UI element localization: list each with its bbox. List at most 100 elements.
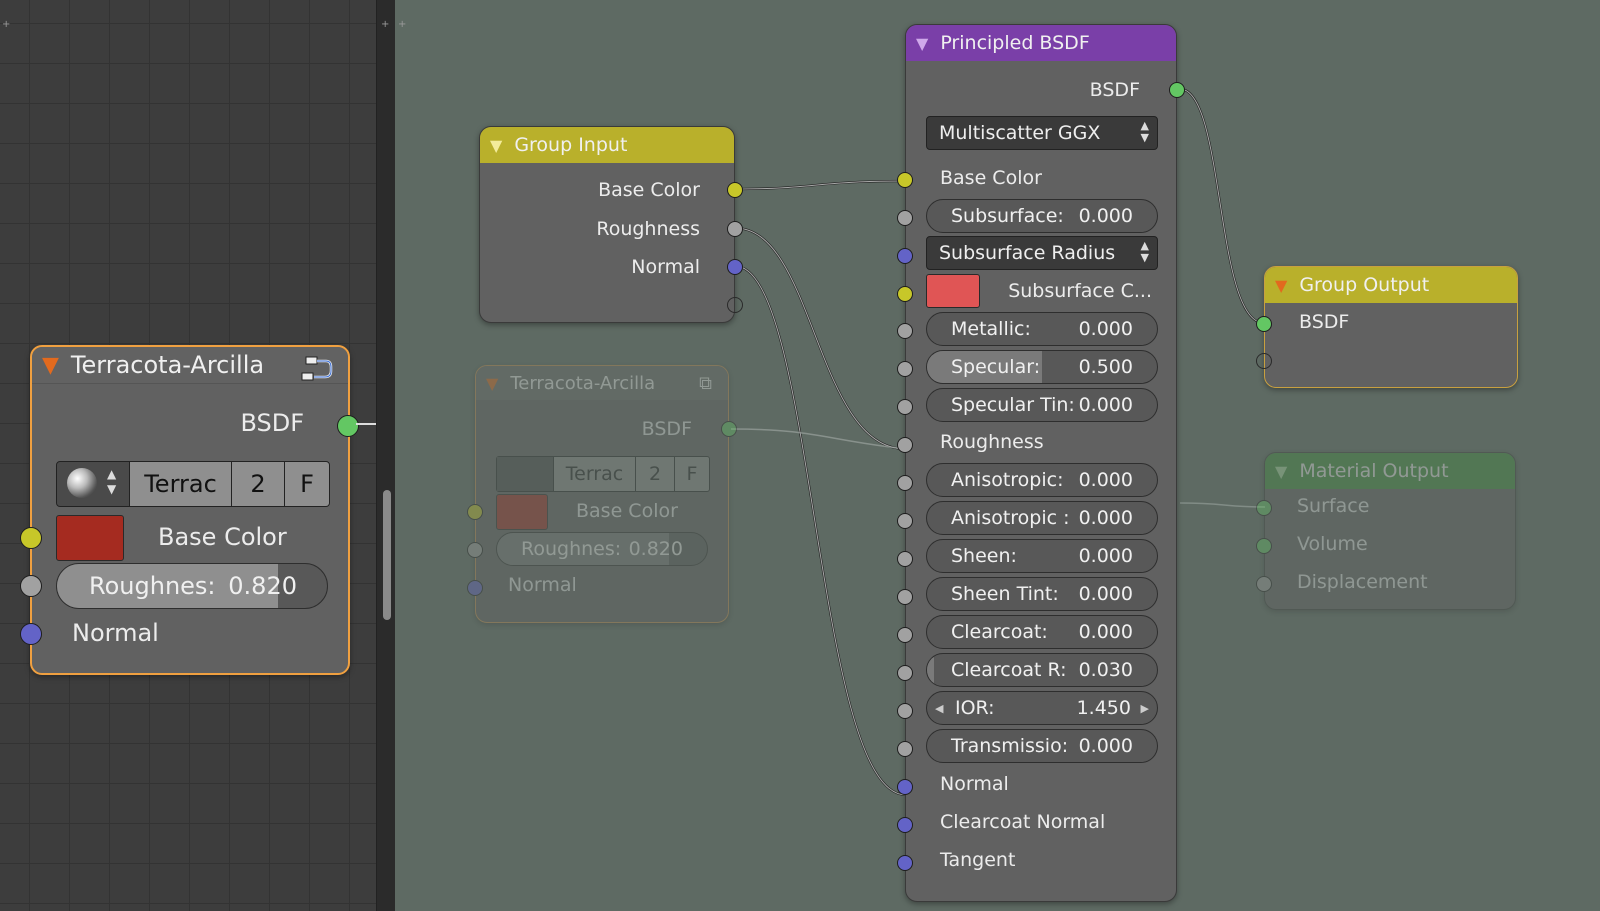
output-bsdf-socket[interactable]: [337, 415, 359, 437]
collapse-triangle-icon[interactable]: ▼: [490, 135, 503, 155]
base-color-label: Base Color: [940, 167, 1042, 189]
node-header[interactable]: ▼ Group Output: [1265, 267, 1517, 303]
node-group-icon: ⧉: [699, 372, 712, 394]
material-selector[interactable]: ▲▼ Terrac 2 F: [56, 461, 330, 507]
transmission-socket[interactable]: [897, 741, 913, 757]
link-roughness: [734, 226, 907, 451]
specular-tint-value: 0.000: [1078, 394, 1133, 416]
metallic-value: 0.000: [1078, 318, 1133, 340]
subsurface-color-swatch[interactable]: [926, 274, 980, 308]
roughness-socket[interactable]: [897, 437, 913, 453]
specular-socket[interactable]: [897, 361, 913, 377]
decrement-arrow-icon[interactable]: ◀: [935, 701, 944, 715]
node-title: Terracota-Arcilla: [70, 351, 265, 379]
output-empty-socket[interactable]: [727, 297, 743, 313]
specular-tint-socket[interactable]: [897, 399, 913, 415]
subsurface-socket[interactable]: [897, 210, 913, 226]
output-bsdf-label: BSDF: [641, 418, 692, 440]
material-users-count[interactable]: 2: [232, 462, 285, 506]
anisotropic-label: Anisotropic:: [951, 469, 1064, 491]
sheen-value: 0.000: [1078, 545, 1133, 567]
tangent-socket[interactable]: [897, 855, 913, 871]
ior-socket[interactable]: [897, 703, 913, 719]
sheen-tint-slider[interactable]: Sheen Tint: 0.000: [926, 577, 1158, 611]
subsurface-radius-label: Subsurface Radius: [939, 242, 1116, 264]
terracota-group-node[interactable]: ▼ Terracota-Arcilla BSDF ▲▼ Terrac 2 F B…: [20, 345, 359, 675]
material-browse-button[interactable]: ▲▼: [57, 462, 130, 506]
displacement-socket: [1256, 576, 1272, 592]
fake-user-button[interactable]: F: [285, 462, 329, 506]
principled-bsdf-node[interactable]: ▼ Principled BSDF BSDF Multiscatter GGX …: [897, 24, 1185, 902]
subsurface-radius-dropdown[interactable]: Subsurface Radius ▲▼: [926, 236, 1158, 270]
specular-tint-slider[interactable]: Specular Tin: 0.000: [926, 388, 1158, 422]
transmission-slider[interactable]: Transmissio: 0.000: [926, 729, 1158, 763]
roughness-slider[interactable]: Roughnes: 0.820: [56, 563, 328, 609]
anisotropic-rotation-label: Anisotropic :: [951, 507, 1070, 529]
roughness-slider-label: Roughnes:: [89, 572, 216, 600]
roughness-socket[interactable]: [20, 575, 42, 597]
corner-plus-icon[interactable]: +: [2, 19, 11, 30]
subsurface-slider[interactable]: Subsurface: 0.000: [926, 199, 1158, 233]
node-header[interactable]: ▼ Group Input: [480, 127, 734, 163]
base-color-swatch[interactable]: [56, 515, 124, 561]
normal-socket: [467, 580, 483, 596]
sheen-tint-label: Sheen Tint:: [951, 583, 1059, 605]
left-node-editor[interactable]: + ▼ Terracota-Arcilla BSDF ▲▼ Terrac 2 F: [0, 0, 376, 911]
output-base-color-socket[interactable]: [727, 182, 743, 198]
roughness-slider: Roughnes: 0.820: [496, 532, 708, 566]
distribution-dropdown[interactable]: Multiscatter GGX ▲▼: [926, 116, 1158, 150]
roughness-slider-value: 0.820: [228, 572, 297, 600]
left-editor-scrollbar[interactable]: +: [376, 0, 396, 911]
group-output-node[interactable]: ▼ Group Output BSDF: [1256, 266, 1518, 388]
collapse-triangle-icon[interactable]: ▼: [1275, 275, 1288, 295]
normal-socket[interactable]: [897, 779, 913, 795]
collapse-triangle-icon: ▼: [1275, 461, 1288, 481]
corner-plus-icon[interactable]: +: [381, 19, 390, 30]
link-normal: [734, 264, 907, 797]
anisotropic-socket[interactable]: [897, 475, 913, 491]
input-bsdf-socket[interactable]: [1256, 316, 1272, 332]
subsurface-radius-socket[interactable]: [897, 248, 913, 264]
material-name-field[interactable]: Terrac: [130, 462, 232, 506]
output-base-color-label: Base Color: [598, 179, 700, 201]
node-header[interactable]: ▼ Principled BSDF: [906, 25, 1176, 61]
corner-plus-icon[interactable]: +: [398, 19, 407, 30]
subsurface-color-socket[interactable]: [897, 286, 913, 302]
output-roughness-socket[interactable]: [727, 221, 743, 237]
collapse-triangle-icon[interactable]: ▼: [916, 33, 929, 53]
output-bsdf-socket[interactable]: [1169, 82, 1185, 98]
sheen-tint-socket[interactable]: [897, 589, 913, 605]
clearcoat-normal-socket[interactable]: [897, 817, 913, 833]
sheen-slider[interactable]: Sheen: 0.000: [926, 539, 1158, 573]
input-empty-socket[interactable]: [1256, 353, 1272, 369]
ghost-material-output-node: ▼ Material Output Surface Volume Displac…: [1256, 452, 1516, 610]
group-node-editor[interactable]: + ▼ Group Input Base Color Roughness Nor…: [395, 0, 1600, 911]
node-header[interactable]: ▼ Terracota-Arcilla: [32, 347, 348, 384]
updown-arrows-icon: ▲▼: [1140, 119, 1149, 144]
clearcoat-roughness-slider[interactable]: Clearcoat R: 0.030: [926, 653, 1158, 687]
group-input-node[interactable]: ▼ Group Input Base Color Roughness Norma…: [479, 126, 743, 323]
clearcoat-roughness-socket[interactable]: [897, 665, 913, 681]
bsdf-link-stub: [356, 423, 376, 425]
base-color-socket[interactable]: [20, 527, 42, 549]
increment-arrow-icon[interactable]: ▶: [1140, 701, 1149, 715]
specular-slider[interactable]: Specular: 0.500: [926, 350, 1158, 384]
metallic-slider[interactable]: Metallic: 0.000: [926, 312, 1158, 346]
clearcoat-slider[interactable]: Clearcoat: 0.000: [926, 615, 1158, 649]
node-title: Terracota-Arcilla: [510, 372, 656, 394]
normal-label: Normal: [72, 619, 159, 647]
normal-socket[interactable]: [20, 623, 42, 645]
anisotropic-rotation-socket[interactable]: [897, 513, 913, 529]
base-color-socket[interactable]: [897, 172, 913, 188]
clearcoat-socket[interactable]: [897, 627, 913, 643]
sheen-socket[interactable]: [897, 551, 913, 567]
scrollbar-thumb[interactable]: [383, 490, 391, 620]
anisotropic-rotation-slider[interactable]: Anisotropic : 0.000: [926, 501, 1158, 535]
collapse-triangle-icon[interactable]: ▼: [42, 352, 59, 378]
anisotropic-rotation-value: 0.000: [1078, 507, 1133, 529]
ior-number-field[interactable]: ◀ IOR: 1.450 ▶: [926, 691, 1158, 725]
metallic-socket[interactable]: [897, 323, 913, 339]
anisotropic-slider[interactable]: Anisotropic: 0.000: [926, 463, 1158, 497]
node-group-icon[interactable]: [300, 353, 334, 383]
output-normal-socket[interactable]: [727, 259, 743, 275]
